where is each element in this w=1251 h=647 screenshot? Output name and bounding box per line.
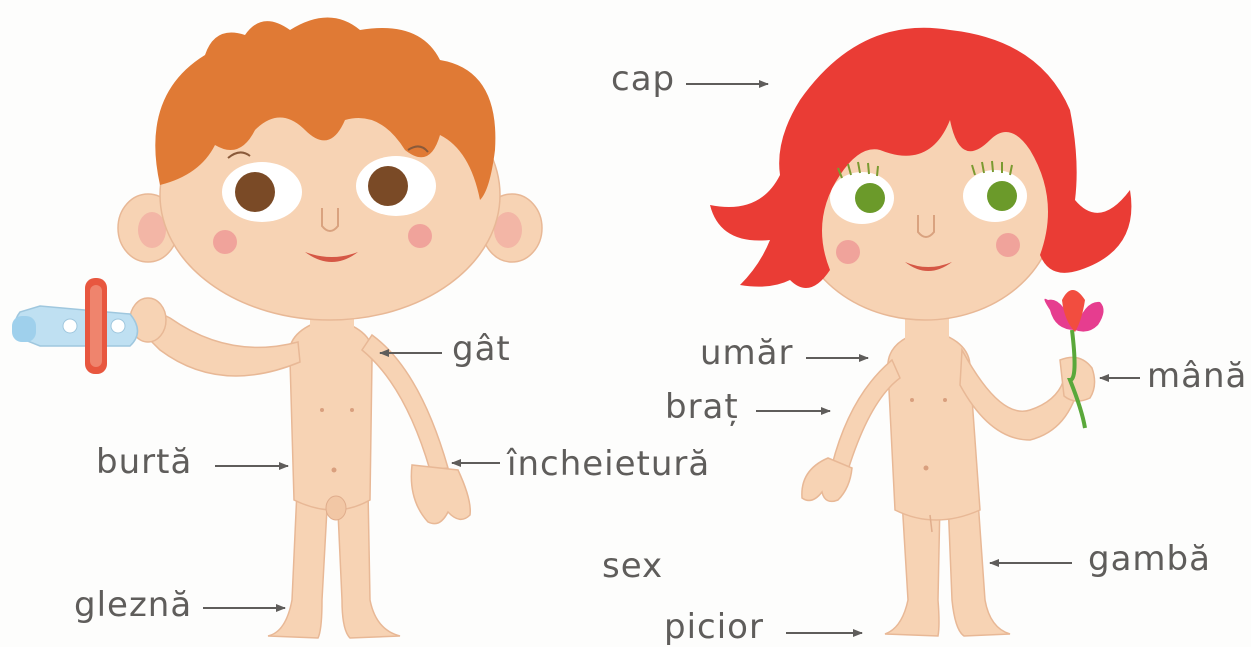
boy-right-hand <box>411 465 470 524</box>
label-incheietura: încheietură <box>507 447 710 481</box>
girl-right-leg <box>948 500 1010 636</box>
toy-airplane-icon <box>12 278 138 374</box>
label-glezna: gleznă <box>74 588 192 622</box>
boy-right-arm <box>362 335 448 470</box>
boy-right-leg <box>337 490 400 638</box>
label-picior: picior <box>664 610 764 644</box>
label-gat: gât <box>452 332 511 366</box>
girl-left-eye <box>855 183 885 213</box>
label-gamba: gambă <box>1088 542 1211 576</box>
label-umar: umăr <box>700 336 793 370</box>
boy-torso <box>289 318 372 510</box>
boy-left-leg <box>268 490 328 638</box>
label-cap: cap <box>611 62 675 96</box>
girl-right-eye <box>987 181 1017 211</box>
boy-right-eye <box>368 166 408 206</box>
boy-left-eye <box>235 172 275 212</box>
girl-left-hand <box>802 458 852 501</box>
label-burta: burtă <box>96 445 192 479</box>
label-sex: sex <box>602 549 663 583</box>
label-mana: mână <box>1147 359 1247 393</box>
label-brat: braț <box>665 390 739 424</box>
boy-groin <box>326 496 346 520</box>
